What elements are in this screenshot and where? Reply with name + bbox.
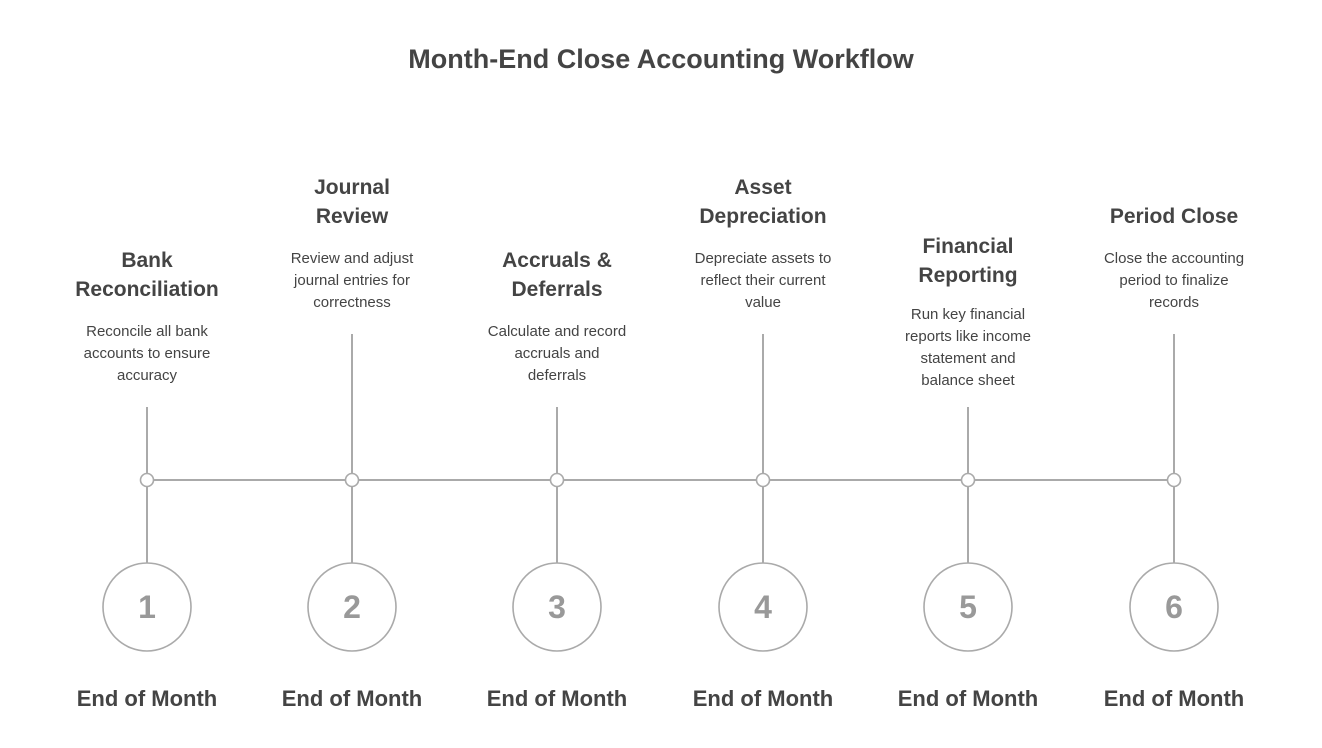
step-number-circle — [923, 562, 1013, 652]
step-number-circle — [102, 562, 192, 652]
step-description: Depreciate assets to reflect their curre… — [694, 250, 832, 311]
step-number-circle — [307, 562, 397, 652]
step-description: Calculate and record accruals and deferr… — [487, 323, 627, 384]
step-description: Run key financial reports like income st… — [905, 306, 1031, 389]
step-number: 6 — [1165, 589, 1183, 625]
step-timing: End of Month — [486, 686, 628, 711]
step-timing: End of Month — [1103, 686, 1245, 711]
step-timing: End of Month — [76, 686, 218, 711]
step-title: Bank Reconciliation — [75, 249, 219, 301]
step-description: Close the accounting period to finalize … — [1103, 250, 1245, 311]
step-number-circle — [512, 562, 602, 652]
step-description: Review and adjust journal entries for co… — [290, 250, 414, 311]
step-title: Accruals & Deferrals — [502, 249, 612, 301]
step-timing: End of Month — [281, 686, 423, 711]
step-timing: End of Month — [897, 686, 1039, 711]
step-title: Asset Depreciation — [699, 176, 827, 228]
step-number: 1 — [138, 589, 156, 625]
step-number: 4 — [754, 589, 772, 625]
timeline-node — [1166, 472, 1182, 488]
step-number: 5 — [959, 589, 977, 625]
step-timing: End of Month — [692, 686, 834, 711]
timeline-node — [960, 472, 976, 488]
timeline-node — [139, 472, 155, 488]
step-number: 2 — [343, 589, 361, 625]
step-title: Financial Reporting — [918, 235, 1018, 287]
step-title: Period Close — [1109, 205, 1239, 228]
timeline-node — [755, 472, 771, 488]
step-description: Reconcile all bank accounts to ensure ac… — [83, 323, 211, 384]
timeline-node — [344, 472, 360, 488]
step-number-circle — [1129, 562, 1219, 652]
timeline-node — [549, 472, 565, 488]
step-number-circle — [718, 562, 808, 652]
step-number: 3 — [548, 589, 566, 625]
page-title: Month-End Close Accounting Workflow — [408, 44, 914, 74]
step-title: Journal Review — [314, 176, 390, 228]
